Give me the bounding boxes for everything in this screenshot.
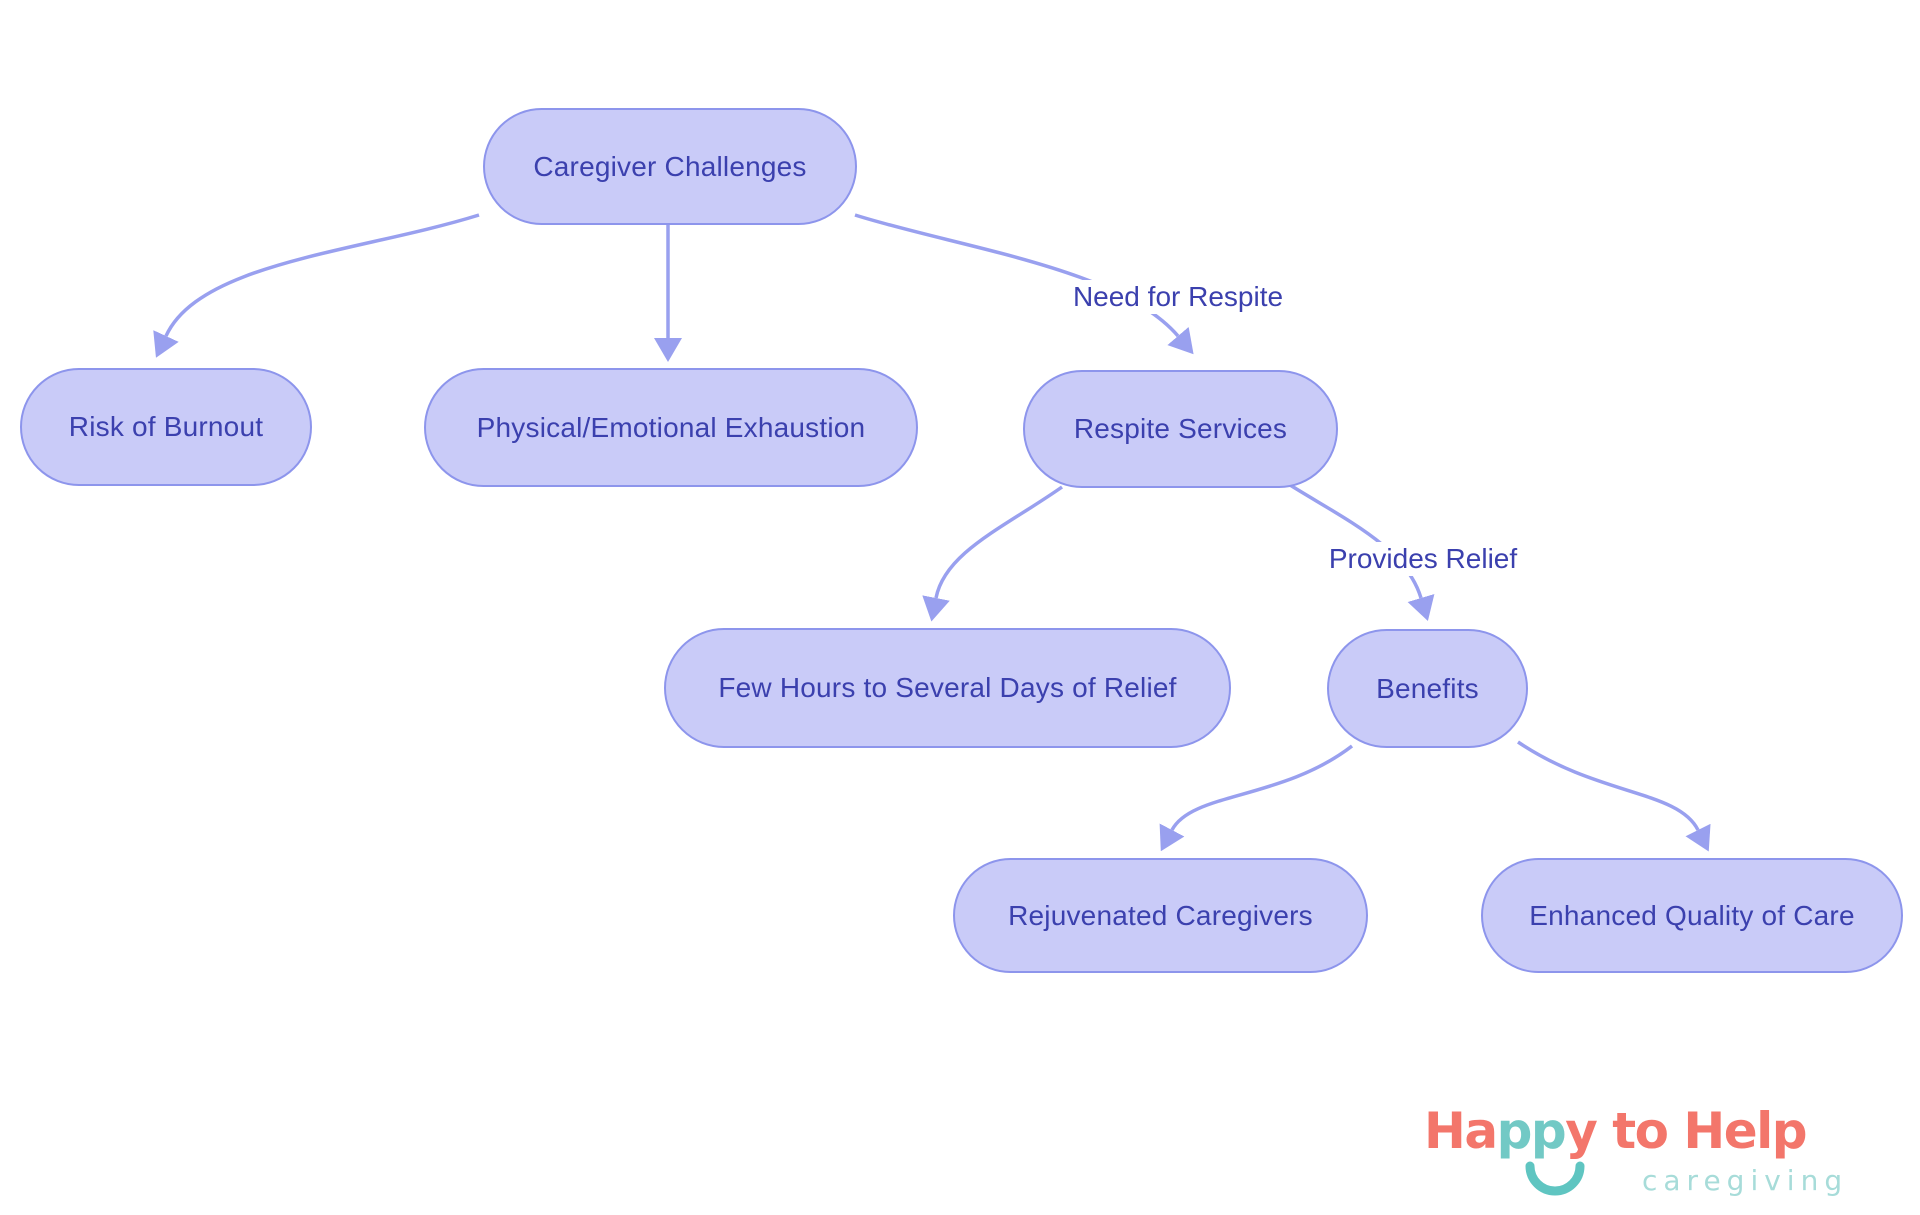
- node-respite-services: Respite Services: [1023, 370, 1338, 488]
- node-caregiver-challenges: Caregiver Challenges: [483, 108, 857, 225]
- smile-icon: [1525, 1161, 1585, 1196]
- edge-benefits-to-enhanced: [1517, 740, 1711, 852]
- edge-label-need-for-respite: Need for Respite: [1068, 280, 1288, 314]
- node-label: Few Hours to Several Days of Relief: [718, 672, 1177, 703]
- node-label: Benefits: [1376, 672, 1479, 704]
- logo-wordmark: Happy to Help: [1424, 1102, 1808, 1160]
- node-label: Enhanced Quality of Care: [1529, 899, 1855, 931]
- edge-challenges-to-burnout: [153, 213, 480, 358]
- node-label: Caregiver Challenges: [533, 150, 807, 182]
- node-label: Risk of Burnout: [68, 411, 264, 442]
- node-benefits: Benefits: [1327, 629, 1528, 748]
- happy-to-help-logo: Happy to Help caregiving: [1424, 1102, 1894, 1212]
- node-rejuvenated-caregivers: Rejuvenated Caregivers: [953, 858, 1368, 973]
- edge-benefits-to-rejuvenated: [1159, 744, 1354, 852]
- node-label: Rejuvenated Caregivers: [1008, 899, 1313, 931]
- edge-challenges-to-respite: [854, 213, 1194, 355]
- node-few-hours-relief: Few Hours to Several Days of Relief: [664, 628, 1231, 748]
- logo-tagline: caregiving: [1642, 1164, 1849, 1197]
- edge-label-provides-relief: Provides Relief: [1324, 542, 1522, 576]
- node-enhanced-quality-of-care: Enhanced Quality of Care: [1481, 858, 1903, 973]
- node-physical-emotional-exhaustion: Physical/Emotional Exhaustion: [424, 368, 918, 487]
- edge-respite-to-fewhours: [922, 485, 1064, 622]
- node-risk-of-burnout: Risk of Burnout: [20, 368, 312, 486]
- node-label: Physical/Emotional Exhaustion: [476, 411, 866, 443]
- node-label: Respite Services: [1073, 413, 1288, 444]
